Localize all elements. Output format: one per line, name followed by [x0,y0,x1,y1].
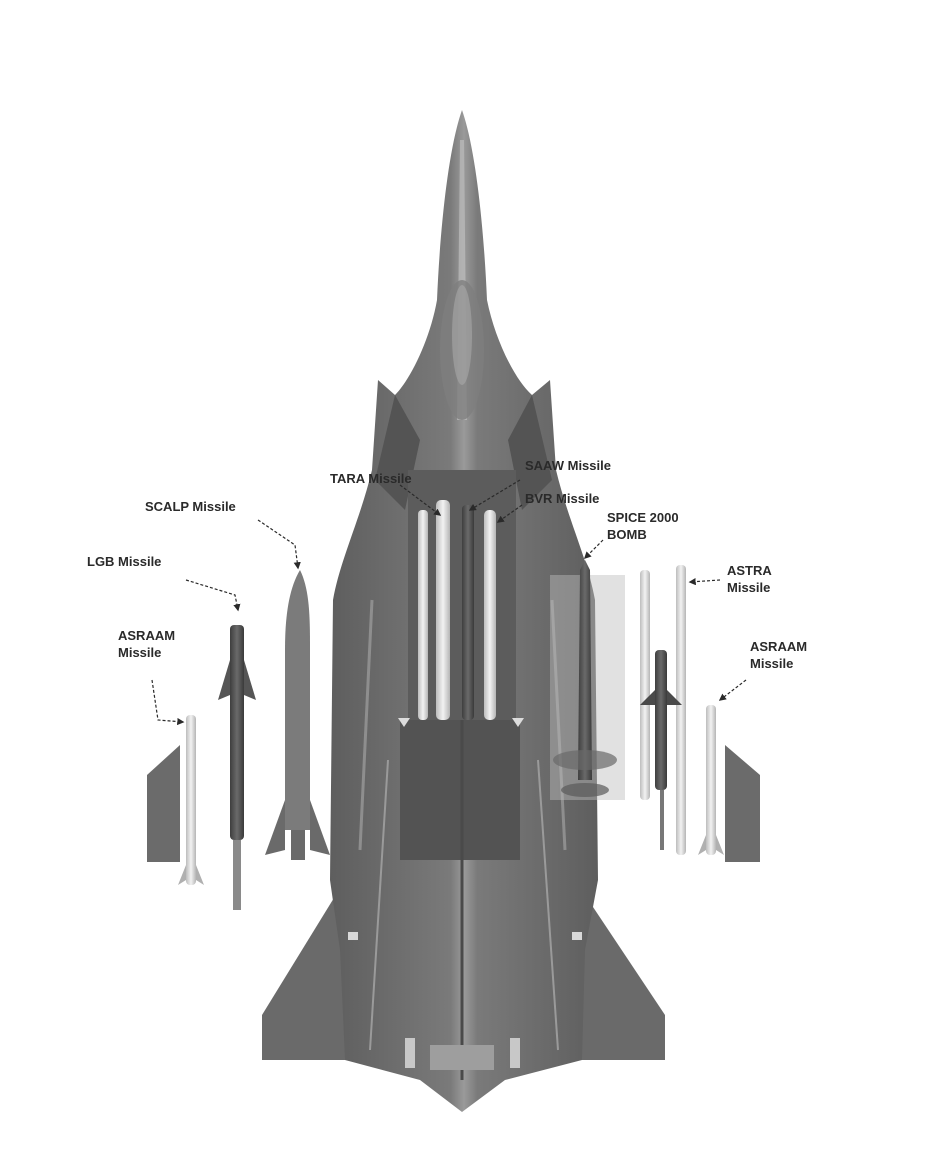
saaw-missile [462,505,474,720]
spice-2000-bomb [550,560,625,800]
leader-spice [583,539,604,560]
tara-missile-1 [418,510,428,720]
asraam-missile-right [698,705,724,855]
leader-scalp [257,519,301,570]
label-asraam-right-line1: ASRAAM [750,639,807,654]
label-tara: TARA Missile [330,471,412,486]
label-scalp: SCALP Missile [145,499,236,514]
leader-asraam-right [718,679,747,701]
right-wingtip-store [725,745,760,862]
right-main-wing [570,880,665,1060]
weapons-bay-rear [400,720,520,860]
scalp-missile [265,570,330,860]
leader-astra [688,578,721,586]
lgb-missile [218,625,256,910]
tara-missile-2 [436,500,450,720]
leader-lgb [185,579,241,612]
label-lgb: LGB Missile [87,554,161,569]
label-asraam-left-line2: Missile [118,645,161,660]
bay-weapons [418,500,496,720]
bvr-missile [484,510,496,720]
label-astra-line2: Missile [727,580,770,595]
left-main-wing [262,880,355,1060]
astra-missile-group [640,565,686,855]
label-bvr: BVR Missile [525,491,599,506]
leader-tara [399,484,442,516]
label-asraam-right-line2: Missile [750,656,793,671]
label-astra-line1: ASTRA [727,563,772,578]
label-asraam-left-line1: ASRAAM [118,628,175,643]
asraam-missile-left [178,715,204,885]
label-spice-line1: SPICE 2000 [607,510,679,525]
leader-asraam-left [151,679,185,726]
left-wingtip-store [147,745,180,862]
label-leaders [151,479,747,726]
label-saaw: SAAW Missile [525,458,611,473]
label-spice-line2: BOMB [607,527,647,542]
